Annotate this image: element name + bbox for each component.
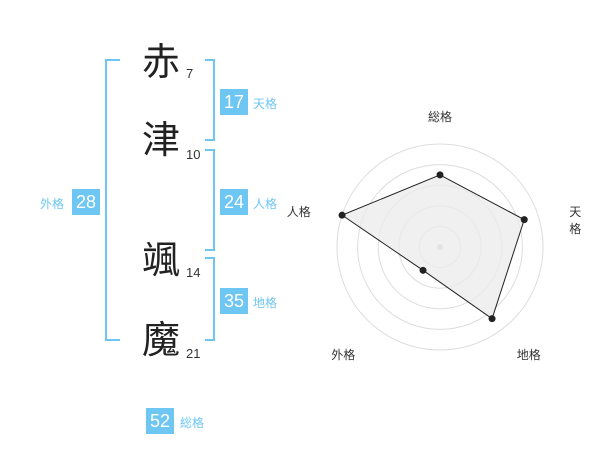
gaikaku-label: 外格 <box>40 197 65 211</box>
name-char-2: 津 <box>142 118 181 162</box>
radar-axis-label-1: 天格 <box>569 204 582 236</box>
chikaku-value: 35 <box>220 288 248 314</box>
radar-axis-label-2: 地格 <box>516 347 541 362</box>
stroke-count-4: 21 <box>186 346 201 361</box>
radar-axis-label-4: 人格 <box>286 204 311 219</box>
gaikaku-value: 28 <box>72 189 100 215</box>
tenkaku-label: 天格 <box>253 97 278 111</box>
radar-ring <box>336 143 544 351</box>
radar-point-0 <box>436 171 444 179</box>
radar-svg <box>336 143 544 351</box>
stroke-count-1: 7 <box>186 66 194 81</box>
radar-axis-label-3: 外格 <box>331 347 356 362</box>
jinkaku-value: 24 <box>220 189 248 215</box>
radar-ring <box>357 164 523 330</box>
radar-axis-label-0: 総格 <box>428 110 453 124</box>
radar-polygon <box>340 174 525 320</box>
soukaku-value: 52 <box>146 408 174 434</box>
radar-point-2 <box>488 315 496 323</box>
radar-point-3 <box>419 266 427 274</box>
radar-point-4 <box>338 211 346 219</box>
stroke-count-3: 14 <box>186 265 201 280</box>
tenkaku-value: 17 <box>220 89 248 115</box>
jinkaku-label: 人格 <box>253 197 278 211</box>
soukaku-label: 総格 <box>180 416 205 430</box>
chikaku-label: 地格 <box>253 296 278 310</box>
radar-chart: 総格天格地格 外格 人格 <box>287 110 582 370</box>
name-char-4: 魔 <box>142 318 181 362</box>
stroke-count-2: 10 <box>186 147 201 162</box>
name-char-1: 赤 <box>142 40 181 84</box>
radar-point-1 <box>520 216 528 224</box>
name-char-3: 颯 <box>142 238 181 282</box>
